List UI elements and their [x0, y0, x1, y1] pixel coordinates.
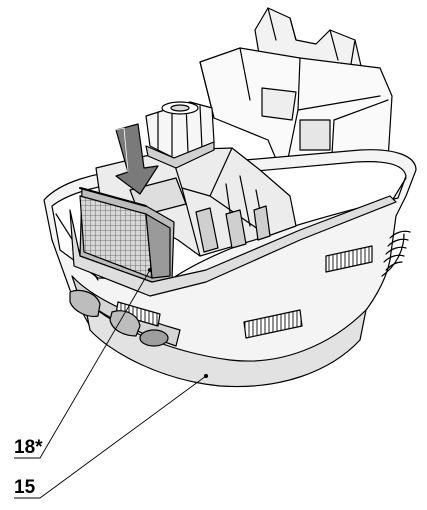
callout-label-15: 15 — [14, 477, 36, 498]
leader-line-18 — [14, 269, 151, 459]
leader-line-15 — [14, 375, 207, 499]
leader-dot-15 — [203, 373, 209, 379]
callout-label-18: 18* — [14, 437, 43, 458]
callout-leaders — [14, 267, 209, 499]
flat-pleated-filter — [79, 187, 175, 283]
front-feet — [69, 289, 169, 347]
leader-dot-18 — [147, 267, 153, 273]
insert-direction-arrow — [115, 123, 159, 195]
air-inlet-nozzle — [145, 101, 215, 169]
side-hose-coil — [381, 230, 411, 277]
